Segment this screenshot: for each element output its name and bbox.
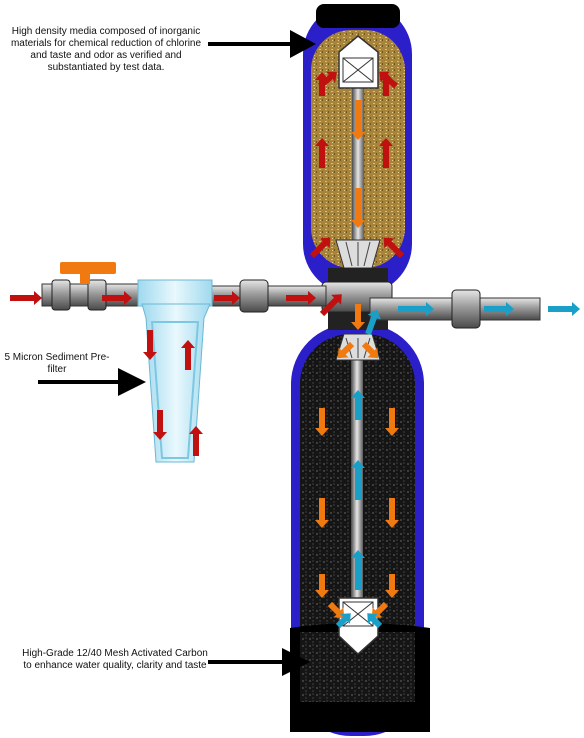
distributor-basket-icon [338,35,379,89]
flow-arrow [351,188,365,228]
flow-arrow [335,613,351,629]
flow-arrow [143,330,157,360]
flow-arrow [315,138,329,168]
flow-arrow [385,408,399,436]
flow-arrow [214,291,240,305]
flow-arrow [379,138,393,168]
flow-arrow [189,426,203,456]
flow-arrow [484,302,514,316]
sediment-prefilter-housing [137,279,213,463]
flow-arrow [315,498,329,528]
flow-arrow [351,390,365,420]
flow-arrow [351,460,365,500]
callout-top-media: High density media composed of inorganic… [10,26,202,73]
callout-prefilter: 5 Micron Sediment Pre-filter [4,352,110,375]
flow-arrow [315,408,329,436]
flow-arrow [153,410,167,440]
distributor-basket-icon [335,239,381,269]
flow-arrow [309,237,331,259]
callout-carbon: High-Grade 12/40 Mesh Activated Carbon t… [22,648,208,671]
flow-arrow [548,302,580,316]
shutoff-valve-icon [60,262,116,284]
flow-arrow [315,574,329,598]
flow-arrow [398,302,434,316]
flow-arrows [10,71,580,629]
pointer-arrow-icon [38,368,146,396]
flow-arrow [327,601,345,619]
flow-arrow [181,340,195,370]
flow-arrow [319,294,342,317]
flow-arrow [10,291,42,305]
flow-arrow [351,100,365,140]
flow-arrow [286,291,316,305]
flow-arrow [367,613,383,629]
flow-arrow [102,291,132,305]
flow-arrow [351,304,365,330]
flow-arrow [337,341,355,359]
flow-arrow [361,341,379,359]
flow-arrow [351,550,365,590]
pointer-arrow-icon [208,648,310,676]
carbon-tank [290,324,430,736]
flow-arrow [385,574,399,598]
pointer-arrow-icon [208,30,316,58]
flow-arrow [379,71,398,89]
flow-arrow [385,498,399,528]
flow-arrow [383,237,405,259]
outlet-piping [369,289,541,329]
flow-arrow [365,309,381,336]
flow-arrow [318,71,337,89]
